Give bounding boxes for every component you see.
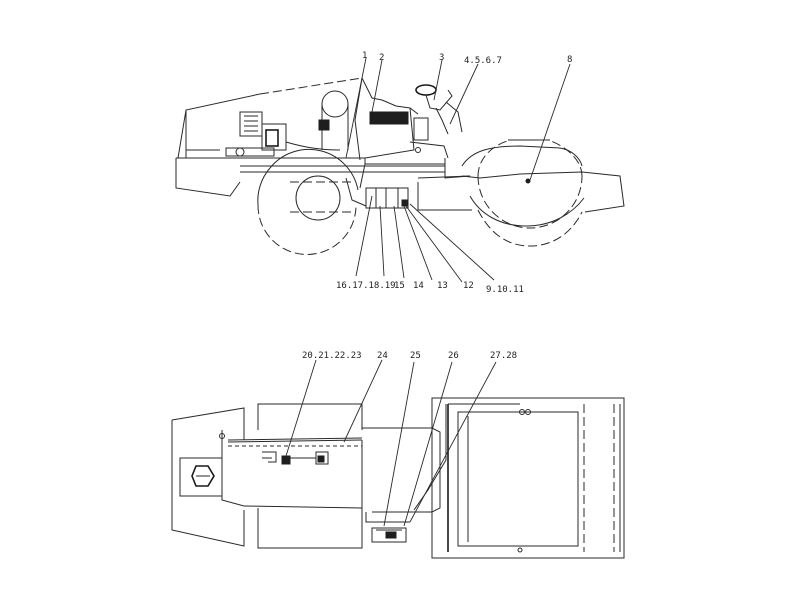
side-view-leaders [345,57,571,283]
engine-hood [177,77,365,161]
callout-25: 25 [410,351,421,361]
callout-9-11: 9.10.11 [486,285,524,295]
main-frame [240,158,472,211]
callout-3: 3 [439,53,444,63]
top-view-callouts: 20.21.22.23 24 25 26 27.28 [302,351,517,361]
callout-20-23: 20.21.22.23 [302,351,362,361]
callout-4-7: 4.5.6.7 [464,56,502,66]
side-view: 1 2 3 4.5.6.7 8 16.17.18.19 15 14 13 12 … [175,51,625,295]
callout-16-19: 16.17.18.19 [336,281,396,291]
top-view: 20.21.22.23 24 25 26 27.28 [171,351,625,559]
callout-14: 14 [413,281,424,291]
rear-wheel [257,148,359,255]
engine-components [225,90,349,157]
callout-13: 13 [437,281,448,291]
callout-26: 26 [448,351,459,361]
operator-cab [359,77,445,189]
callout-2: 2 [379,53,384,63]
engine-compartment-plan [227,403,363,549]
center-section-plan [362,427,441,543]
rear-section-plan [171,407,245,547]
rear-frame [175,157,241,197]
callout-8: 8 [567,55,572,65]
steering-assembly [409,84,463,159]
top-view-leaders [285,359,497,527]
callout-12: 12 [463,281,474,291]
side-view-callouts: 1 2 3 4.5.6.7 8 16.17.18.19 15 14 13 12 … [336,51,572,295]
callout-15: 15 [394,281,405,291]
callout-27-28: 27.28 [490,351,517,361]
callout-1: 1 [362,51,367,61]
wiring-harness-plan [227,404,447,511]
callout-24: 24 [377,351,388,361]
front-drum-plan [431,397,625,559]
front-drum [461,139,625,247]
